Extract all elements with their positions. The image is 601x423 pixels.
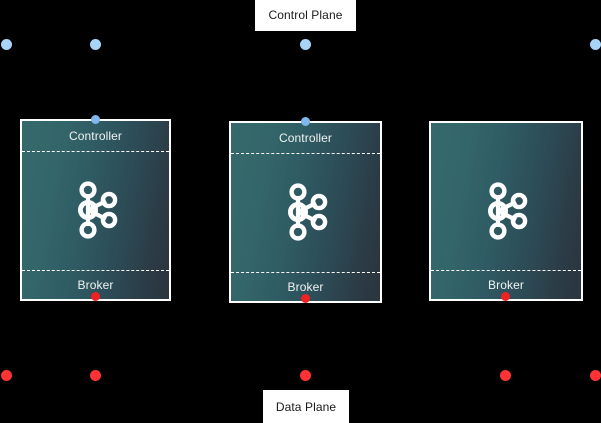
node-3-broker-label: Broker xyxy=(488,278,524,292)
control-plane-dot-1[interactable] xyxy=(1,39,12,50)
kafka-logo-icon xyxy=(287,183,327,241)
data-plane-dot-5[interactable] xyxy=(590,370,601,381)
control-plane-dot-3[interactable] xyxy=(300,39,311,50)
node-1-broker-port[interactable] xyxy=(91,292,100,301)
kafka-logo-icon xyxy=(77,181,117,239)
data-plane-dot-1[interactable] xyxy=(1,370,12,381)
node-2-broker-port[interactable] xyxy=(301,294,310,303)
control-plane-label: Control Plane xyxy=(255,0,356,31)
kafka-node-3[interactable]: Broker xyxy=(429,121,583,301)
node-3-inner: Broker xyxy=(431,123,581,299)
node-1-broker-label: Broker xyxy=(77,278,114,292)
node-2-controller-port[interactable] xyxy=(301,117,310,126)
node-2-controller-divider xyxy=(231,153,380,154)
kafka-logo-icon xyxy=(487,182,528,240)
node-1-controller-label: Controller xyxy=(68,129,123,143)
control-plane-dot-2[interactable] xyxy=(90,39,101,50)
node-2-broker-label: Broker xyxy=(287,280,324,294)
kafka-node-1[interactable]: Controller Broker xyxy=(20,119,171,301)
node-2-broker-divider xyxy=(231,272,380,273)
node-1-broker-divider xyxy=(22,270,169,271)
control-plane-dot-4[interactable] xyxy=(590,39,601,50)
node-3-broker-port[interactable] xyxy=(501,292,510,301)
node-1-controller-port[interactable] xyxy=(91,115,100,124)
data-plane-dot-4[interactable] xyxy=(500,370,511,381)
node-1-controller-divider xyxy=(22,151,169,152)
kafka-node-2[interactable]: Controller Broker xyxy=(229,121,382,303)
data-plane-label: Data Plane xyxy=(263,390,349,423)
data-plane-dot-3[interactable] xyxy=(300,370,311,381)
node-1-inner: Controller Broker xyxy=(22,121,169,299)
data-plane-dot-2[interactable] xyxy=(90,370,101,381)
node-2-controller-label: Controller xyxy=(278,131,333,145)
node-2-inner: Controller Broker xyxy=(231,123,380,301)
node-3-broker-divider xyxy=(431,270,581,271)
